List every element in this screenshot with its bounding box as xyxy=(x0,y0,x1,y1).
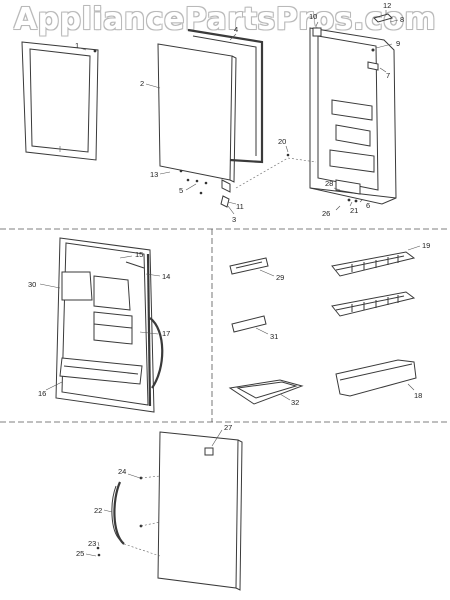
fresh-food-door xyxy=(157,431,243,591)
svg-text:27: 27 xyxy=(224,423,232,432)
svg-text:24: 24 xyxy=(118,467,126,476)
callout-2: 2 xyxy=(140,79,161,89)
ice-cube-tray-upper xyxy=(331,251,416,277)
refrigerator-cabinet xyxy=(309,13,397,205)
svg-text:20: 20 xyxy=(278,137,286,146)
svg-text:19: 19 xyxy=(422,241,430,250)
svg-text:5: 5 xyxy=(179,186,183,195)
callout-25: 25 xyxy=(76,549,97,558)
svg-text:23: 23 xyxy=(88,539,96,548)
callout-28: 28 xyxy=(325,179,341,191)
section-separators xyxy=(0,228,450,423)
callout-8: 8 xyxy=(389,15,404,24)
callout-4: 4 xyxy=(229,25,238,41)
svg-text:13: 13 xyxy=(150,170,158,179)
svg-text:12: 12 xyxy=(383,1,391,10)
cabinet-leader-lines xyxy=(235,157,317,189)
callout-30: 30 xyxy=(28,280,61,289)
svg-text:16: 16 xyxy=(38,389,46,398)
door-frame-panel xyxy=(21,41,99,161)
svg-text:21: 21 xyxy=(350,206,358,215)
ice-cube-tray-lower xyxy=(331,291,416,317)
svg-text:3: 3 xyxy=(232,215,236,224)
callout-26: 26 xyxy=(322,205,341,218)
svg-text:9: 9 xyxy=(396,39,400,48)
callout-24: 24 xyxy=(118,467,141,479)
svg-text:18: 18 xyxy=(414,391,422,400)
svg-text:14: 14 xyxy=(162,272,170,281)
svg-text:6: 6 xyxy=(366,201,370,210)
watermark-logo: AppliancePartsPros.com xyxy=(13,2,437,37)
callout-15: 15 xyxy=(119,250,143,259)
door-outer-panel xyxy=(157,43,237,183)
svg-text:4: 4 xyxy=(234,25,238,34)
callout-10: 10 xyxy=(309,12,319,27)
svg-text:31: 31 xyxy=(270,332,278,341)
egg-tray-small xyxy=(229,257,269,275)
door-handle xyxy=(96,476,143,557)
callout-6: 6 xyxy=(359,199,370,210)
callout-22: 22 xyxy=(94,506,113,515)
callout-17: 17 xyxy=(139,329,170,338)
door-bins xyxy=(59,271,143,385)
svg-text:1: 1 xyxy=(75,41,79,50)
svg-text:32: 32 xyxy=(291,398,299,407)
svg-text:25: 25 xyxy=(76,549,84,558)
callout-13: 13 xyxy=(150,170,171,179)
butter-tray xyxy=(231,315,267,333)
screw-set xyxy=(93,49,290,195)
ice-tray-dish xyxy=(228,379,304,405)
callout-20: 20 xyxy=(278,137,289,153)
door-gasket-top xyxy=(125,261,145,269)
svg-text:28: 28 xyxy=(325,179,333,188)
svg-text:29: 29 xyxy=(276,273,284,282)
callout-27: 27 xyxy=(211,423,232,447)
callout-1: 1 xyxy=(75,41,87,51)
callout-29: 29 xyxy=(259,269,284,282)
callout-11: 11 xyxy=(227,201,244,211)
crisper-pan xyxy=(335,359,417,397)
callout-23: 23 xyxy=(88,539,100,548)
callout-9: 9 xyxy=(375,39,400,49)
svg-text:2: 2 xyxy=(140,79,144,88)
svg-text:15: 15 xyxy=(135,250,143,259)
callout-12: 12 xyxy=(383,1,391,14)
callout-32: 32 xyxy=(279,393,299,407)
svg-text:26: 26 xyxy=(322,209,330,218)
svg-text:8: 8 xyxy=(400,15,404,24)
callout-31: 31 xyxy=(255,327,278,341)
hinge-parts xyxy=(220,179,231,208)
svg-text:7: 7 xyxy=(386,71,390,80)
svg-text:11: 11 xyxy=(236,202,244,211)
callout-5: 5 xyxy=(179,183,197,195)
callout-19: 19 xyxy=(407,241,430,251)
door-gasket-side xyxy=(149,317,164,389)
callout-16: 16 xyxy=(38,381,63,398)
callout-14: 14 xyxy=(145,272,170,281)
svg-text:17: 17 xyxy=(162,329,170,338)
callout-21: 21 xyxy=(349,201,358,215)
callout-3: 3 xyxy=(227,205,236,224)
handle-leader-lines xyxy=(123,475,161,557)
callout-18: 18 xyxy=(407,383,422,400)
svg-text:30: 30 xyxy=(28,280,36,289)
svg-text:22: 22 xyxy=(94,506,102,515)
door-gasket xyxy=(187,28,264,164)
svg-text:10: 10 xyxy=(309,12,317,21)
callout-7: 7 xyxy=(379,67,390,80)
